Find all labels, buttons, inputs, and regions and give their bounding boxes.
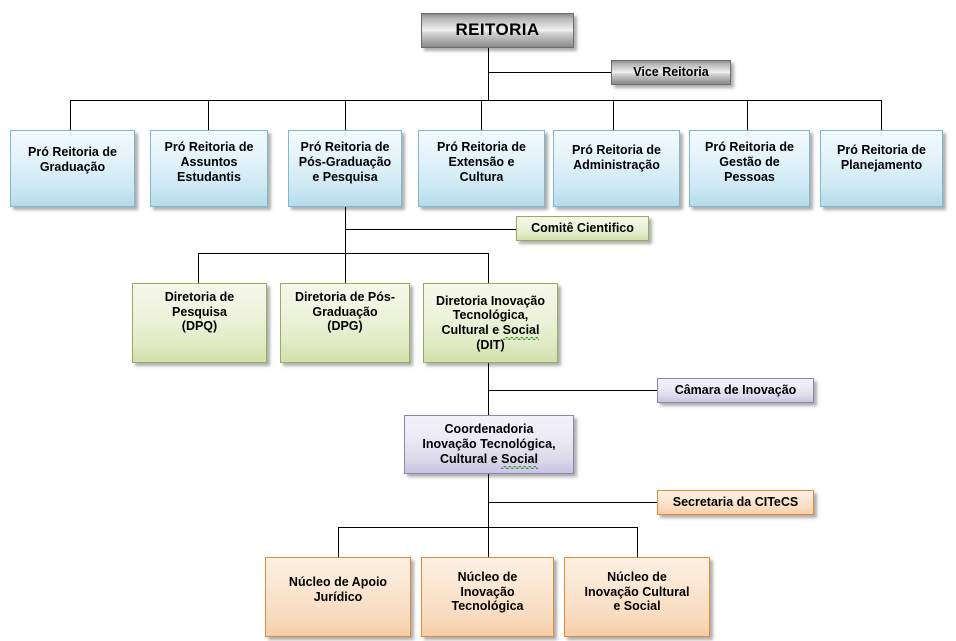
connector-drop-pro-7 [881,100,882,130]
node-comite-cientifico[interactable]: Comitê Cientifico [516,216,649,241]
connector-drop-nucleo-1 [338,527,339,557]
connector-drop-pro-2 [208,100,209,130]
node-pro-reitoria-graduacao[interactable]: Pró Reitoria de Graduação [10,130,135,207]
node-pro-reitoria-administracao[interactable]: Pró Reitoria de Administração [553,130,680,207]
dit-line-2: Tecnológica, [452,308,529,323]
connector-drop-pro-6 [747,100,748,130]
node-pro-reitoria-extensao-cultura[interactable]: Pró Reitoria de Extensão e Cultura [418,130,545,207]
node-nucleo-inovacao-tecnologica[interactable]: Núcleo de Inovação Tecnológica [421,557,554,637]
connector-coord-stem [488,474,489,553]
connector-drop-dir-1 [198,253,199,283]
connector-drop-nucleo-2 [488,527,489,557]
node-vice-reitoria[interactable]: Vice Reitoria [611,60,731,85]
node-camara-de-inovacao[interactable]: Câmara de Inovação [657,378,814,403]
node-diretoria-pos-graduacao[interactable]: Diretoria de Pós- Graduação (DPG) [280,283,410,363]
node-pro-reitoria-gestao-pessoas[interactable]: Pró Reitoria de Gestão de Pessoas [689,130,810,207]
coord-line-1: Coordenadoria [444,422,534,437]
node-diretoria-pesquisa[interactable]: Diretoria de Pesquisa (DPQ) [132,283,267,363]
node-pro-reitoria-pos-graduacao-pesquisa[interactable]: Pró Reitoria de Pós-Graduação e Pesquisa [288,130,402,207]
node-pro-reitoria-planejamento[interactable]: Pró Reitoria de Planejamento [820,130,943,207]
connector-drop-pro-3 [345,100,346,130]
connector-drop-dir-3 [488,253,489,283]
connector-dit-stem [488,363,489,415]
dit-line-1: Diretoria Inovação [435,293,546,308]
node-diretoria-inovacao-tecnologica-dit[interactable]: Diretoria Inovação Tecnológica, Cultural… [423,283,558,363]
connector-drop-pro-4 [481,100,482,130]
dit-line-4: (DIT) [476,337,505,352]
connector-ppg-stem [345,207,346,283]
node-coordenadoria-citecs[interactable]: Coordenadoria Inovação Tecnológica, Cult… [404,415,574,474]
coord-line-3a: Cultural e [440,451,502,466]
node-nucleo-inovacao-cultural-social[interactable]: Núcleo de Inovação Cultural e Social [564,557,710,637]
coord-line-2: Inovação Tecnológica, [422,437,556,452]
node-reitoria[interactable]: REITORIA [421,13,574,48]
connector-drop-pro-1 [70,100,71,130]
connector-coord-secretaria [488,502,657,503]
dit-line-3b-spellcheck: Social [502,323,540,340]
connector-drop-pro-5 [613,100,614,130]
connector-level1-bus [70,100,882,101]
coord-line-3b-spellcheck: Social [501,451,538,469]
node-secretaria-citecs[interactable]: Secretaria da CITeCS [657,490,814,515]
node-pro-reitoria-assuntos-estudantis[interactable]: Pró Reitoria de Assuntos Estudantis [150,130,268,207]
connector-drop-dir-2 [345,253,346,283]
node-nucleo-apoio-juridico[interactable]: Núcleo de Apoio Jurídico [265,557,411,637]
dit-line-3a: Cultural e [441,323,503,337]
connector-dit-camara [488,390,657,391]
connector-reitoria-stem [488,48,489,100]
connector-reitoria-vice [488,72,611,73]
connector-drop-nucleo-3 [637,527,638,557]
connector-ppg-comite [345,229,516,230]
connector-diretorias-bus [198,253,489,254]
